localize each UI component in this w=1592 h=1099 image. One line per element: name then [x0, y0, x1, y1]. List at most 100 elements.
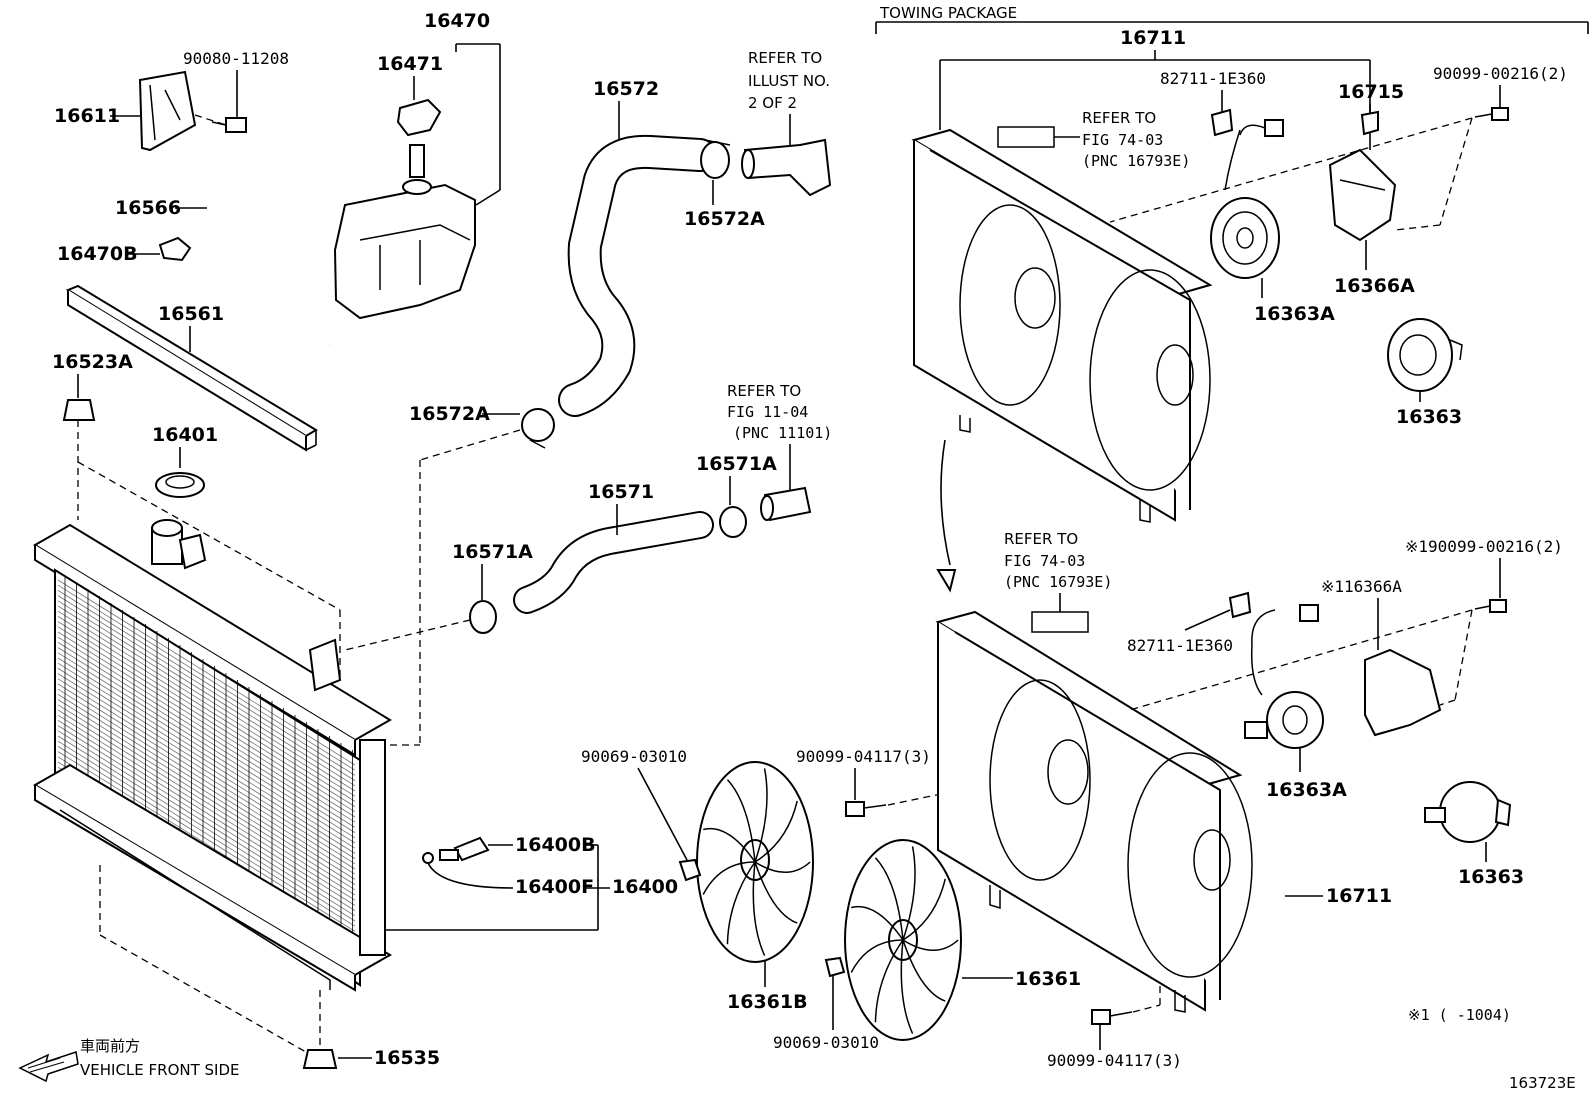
fan-16361b — [696, 761, 814, 963]
illustration-code: 163723E — [1509, 1074, 1576, 1092]
label-16401: 16401 — [152, 424, 218, 446]
label-plate-top — [997, 126, 1055, 148]
label-plate-bottom — [1031, 611, 1089, 633]
label-16366a-bottom: ※116366A — [1321, 577, 1402, 596]
label-16572a-mid: 16572A — [409, 403, 490, 425]
ref-fig7403-bot-line2: FIG 74-03 — [1004, 552, 1085, 570]
label-16470: 16470 — [424, 10, 490, 32]
ref-fig7403-top-line3: (PNC 16793E) — [1082, 152, 1190, 170]
label-82711-bottom: 82711-1E360 — [1127, 636, 1233, 655]
label-16361b: 16361B — [727, 991, 808, 1013]
label-16572: 16572 — [593, 78, 659, 100]
label-16571: 16571 — [588, 481, 654, 503]
arrow-down — [936, 569, 957, 593]
nut-90069-top — [678, 858, 702, 882]
label-16571a-left: 16571A — [452, 541, 533, 563]
motor-bracket-16366a-bottom — [1364, 648, 1442, 737]
fan-16361 — [844, 839, 962, 1041]
towing-package-label: TOWING PACKAGE — [879, 4, 1017, 22]
ref-fig7403-top-line1: REFER TO — [1082, 109, 1156, 127]
ref-fig7403-top-line2: FIG 74-03 — [1082, 131, 1163, 149]
label-16363a-bottom: 16363A — [1266, 779, 1347, 801]
water-outlet-ref — [741, 138, 832, 197]
label-90099-04117-bot: 90099-04117(3) — [1047, 1051, 1182, 1070]
label-16361: 16361 — [1015, 968, 1081, 990]
label-16715: 16715 — [1338, 81, 1404, 103]
bolt-90080 — [211, 117, 247, 133]
clip-16715 — [1360, 110, 1379, 136]
label-90099-00216-bottom: ※190099-00216(2) — [1405, 537, 1563, 556]
ref-fig1104-line2: FIG 11-04 — [727, 403, 808, 421]
nut-90069-bottom — [824, 956, 846, 978]
label-90080-11208: 90080-11208 — [183, 49, 289, 68]
bracket-16611 — [138, 70, 197, 152]
label-16535: 16535 — [374, 1047, 440, 1069]
ref-fig7403-bot-line1: REFER TO — [1004, 530, 1078, 548]
label-16611: 16611 — [54, 105, 120, 127]
bolt-90099-04117-mid — [845, 801, 887, 817]
vehicle-front-japanese: 車両前方 — [80, 1037, 140, 1055]
label-90099-04117-mid: 90099-04117(3) — [796, 747, 931, 766]
inlet-pipe-ref — [760, 486, 812, 522]
clamp-16572a-top — [700, 139, 731, 179]
ref-illust-line1: REFER TO — [748, 49, 822, 67]
label-16711-right: 16711 — [1326, 885, 1392, 907]
motor-16363-top — [1387, 318, 1463, 392]
ref-fig1104-line1: REFER TO — [727, 382, 801, 400]
fan-shroud-bottom — [935, 610, 1253, 1013]
label-16400f: 16400F — [515, 876, 594, 898]
radiator-cap-16401 — [155, 472, 205, 498]
ref-illust-line3: 2 OF 2 — [748, 94, 797, 112]
label-16470b: 16470B — [57, 243, 138, 265]
label-16400: 16400 — [612, 876, 678, 898]
label-16523a: 16523A — [52, 351, 133, 373]
clamp-16572a-mid — [521, 408, 555, 449]
label-16363-top: 16363 — [1396, 406, 1462, 428]
label-16363a-top: 16363A — [1254, 303, 1335, 325]
cushion-16535 — [302, 1049, 338, 1069]
label-16366a-top: 16366A — [1334, 275, 1415, 297]
label-90099-00216-top: 90099-00216(2) — [1433, 64, 1568, 83]
vehicle-front-english: VEHICLE FRONT SIDE — [80, 1061, 240, 1079]
radiator-fins — [57, 575, 356, 969]
label-16561: 16561 — [158, 303, 224, 325]
label-90069-bottom: 90069-03010 — [773, 1033, 879, 1052]
drain-cock-16400b — [439, 836, 490, 862]
radiator-upper-inlet — [308, 638, 342, 692]
clamp-16571a-right — [719, 506, 747, 538]
ref-illust-line2: ILLUST NO. — [748, 72, 830, 90]
cushion-16523a — [62, 399, 96, 421]
o-ring-16400f — [422, 852, 434, 864]
clamp-16571a-left — [469, 600, 497, 634]
radiator-core — [33, 523, 420, 992]
label-82711-top: 82711-1E360 — [1160, 69, 1266, 88]
motor-16363-bottom — [1424, 781, 1512, 843]
label-90069-top: 90069-03010 — [581, 747, 687, 766]
reservoir-tank — [333, 144, 476, 320]
label-16566: 16566 — [115, 197, 181, 219]
motor-16363a-bottom — [1244, 691, 1324, 749]
clip-16470b — [158, 236, 192, 262]
label-16471: 16471 — [377, 53, 443, 75]
reservoir-cap — [396, 98, 442, 137]
footnote: ※1 ( -1004) — [1408, 1006, 1511, 1024]
screw-90099-00216-bottom — [1474, 599, 1507, 613]
radiator-filler-neck — [151, 519, 207, 570]
seal-16561 — [65, 284, 318, 452]
connector-82711-top — [1210, 108, 1284, 191]
motor-bracket-16366a-top — [1328, 148, 1397, 242]
motor-16363a-top — [1210, 197, 1280, 279]
screw-90099-00216-top — [1474, 107, 1509, 121]
label-16711-top: 16711 — [1120, 27, 1186, 49]
bolt-90099-04117-bot — [1091, 1009, 1133, 1025]
ref-fig1104-line3: (PNC 11101) — [733, 424, 832, 442]
fan-shroud-top — [911, 128, 1213, 523]
label-16400b: 16400B — [515, 834, 596, 856]
label-16572a-top: 16572A — [684, 208, 765, 230]
label-16571a-right: 16571A — [696, 453, 777, 475]
ref-fig7403-bot-line3: (PNC 16793E) — [1004, 573, 1112, 591]
connector-82711-bottom — [1228, 591, 1319, 696]
vehicle-front-arrow-icon — [18, 1051, 79, 1083]
